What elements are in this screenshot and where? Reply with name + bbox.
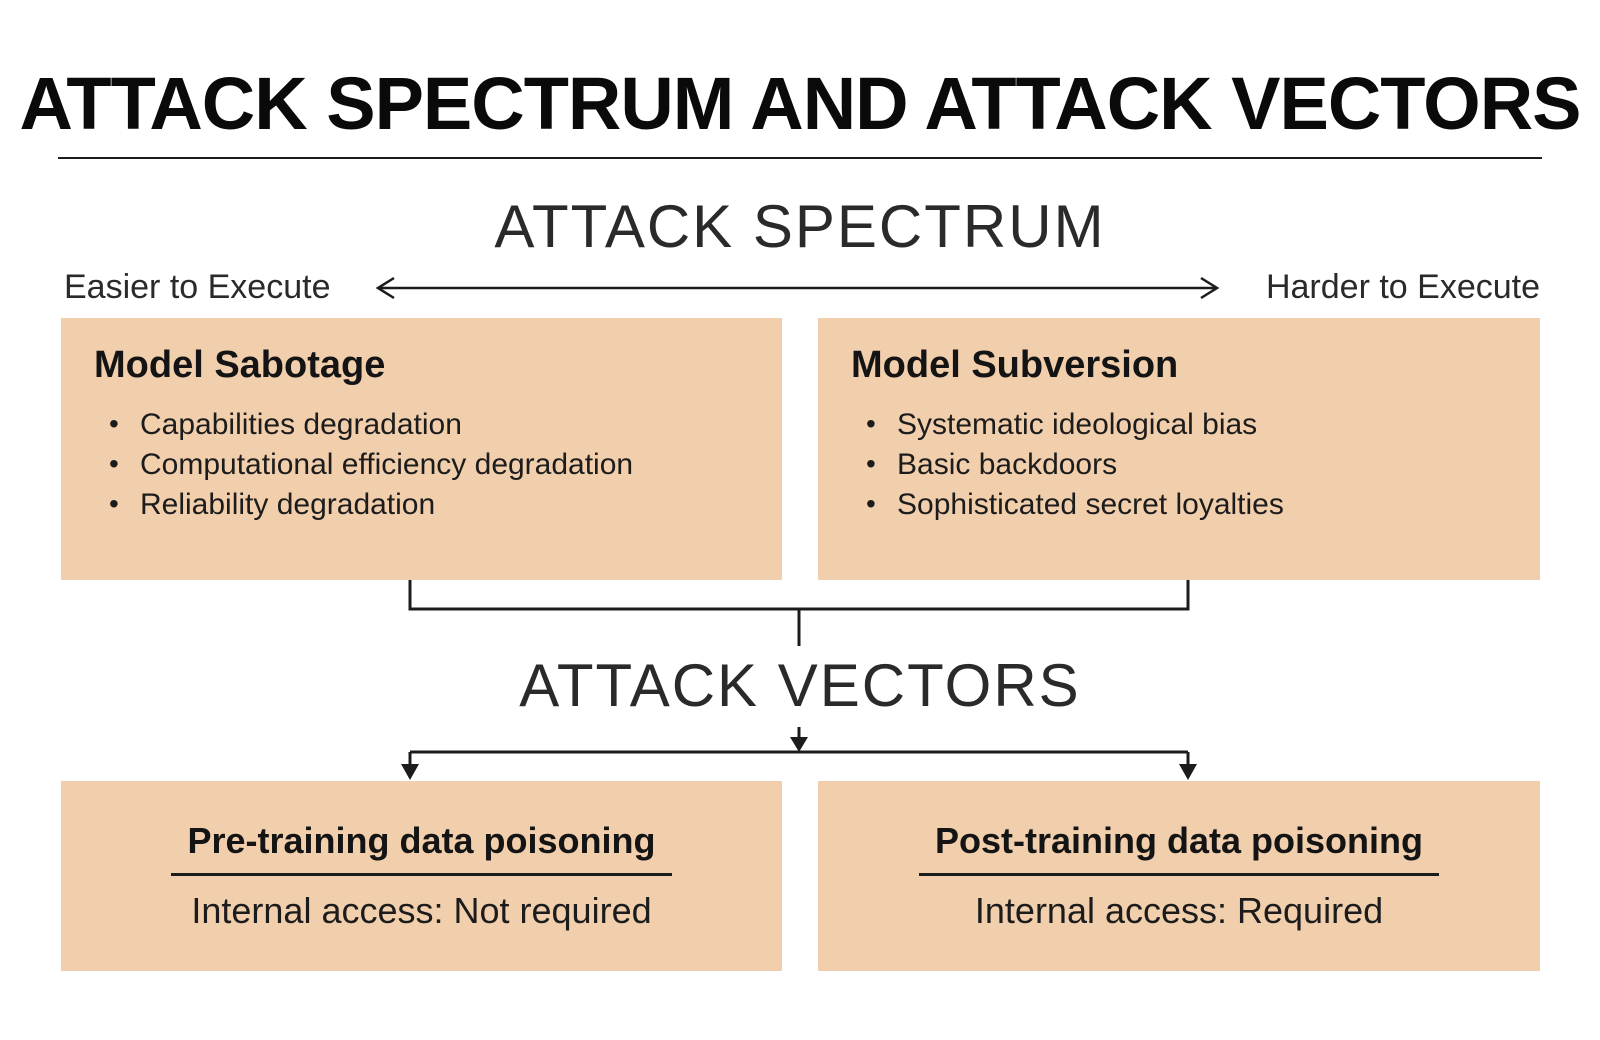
pre-training-poisoning-title: Pre-training data poisoning <box>171 819 672 876</box>
harder-to-execute-label: Harder to Execute <box>1265 268 1540 306</box>
bullet-item: Computational efficiency degradation <box>109 444 782 485</box>
attack-vectors-heading: ATTACK VECTORS <box>519 652 1081 719</box>
title-underline <box>58 157 1542 159</box>
branch-connector <box>401 750 1197 780</box>
bullet-item: Basic backdoors <box>866 444 1540 485</box>
model-sabotage-bullets: Capabilities degradation Computational e… <box>61 404 782 525</box>
bullet-item: Reliability degradation <box>109 484 782 525</box>
model-subversion-bullets: Systematic ideological bias Basic backdo… <box>818 404 1540 525</box>
post-training-access-label: Internal access: Required <box>974 890 1384 931</box>
model-subversion-title: Model Subversion <box>851 344 1179 386</box>
pre-training-access-label: Internal access: Not required <box>191 890 652 931</box>
arrowhead-right-icon <box>1200 276 1220 300</box>
arrowhead-down-icon <box>790 737 808 752</box>
bullet-item: Systematic ideological bias <box>866 404 1540 445</box>
arrowhead-down-left-icon <box>401 764 419 780</box>
model-sabotage-title: Model Sabotage <box>94 344 386 386</box>
pre-training-poisoning-box: Pre-training data poisoning Internal acc… <box>61 781 782 971</box>
post-training-poisoning-box: Post-training data poisoning Internal ac… <box>818 781 1540 971</box>
bullet-item: Capabilities degradation <box>109 404 782 445</box>
vectors-down-arrow <box>790 727 808 752</box>
merge-connector <box>408 580 1190 646</box>
model-subversion-box: Model Subversion Systematic ideological … <box>818 318 1540 580</box>
easier-to-execute-label: Easier to Execute <box>64 268 331 306</box>
attack-spectrum-heading: ATTACK SPECTRUM <box>494 193 1106 260</box>
arrowhead-down-right-icon <box>1179 764 1197 780</box>
page-title: ATTACK SPECTRUM AND ATTACK VECTORS <box>19 62 1581 145</box>
arrowhead-left-icon <box>375 276 395 300</box>
spectrum-double-arrow <box>375 276 1220 300</box>
model-sabotage-box: Model Sabotage Capabilities degradation … <box>61 318 782 580</box>
bullet-item: Sophisticated secret loyalties <box>866 484 1540 525</box>
post-training-poisoning-title: Post-training data poisoning <box>919 819 1439 876</box>
